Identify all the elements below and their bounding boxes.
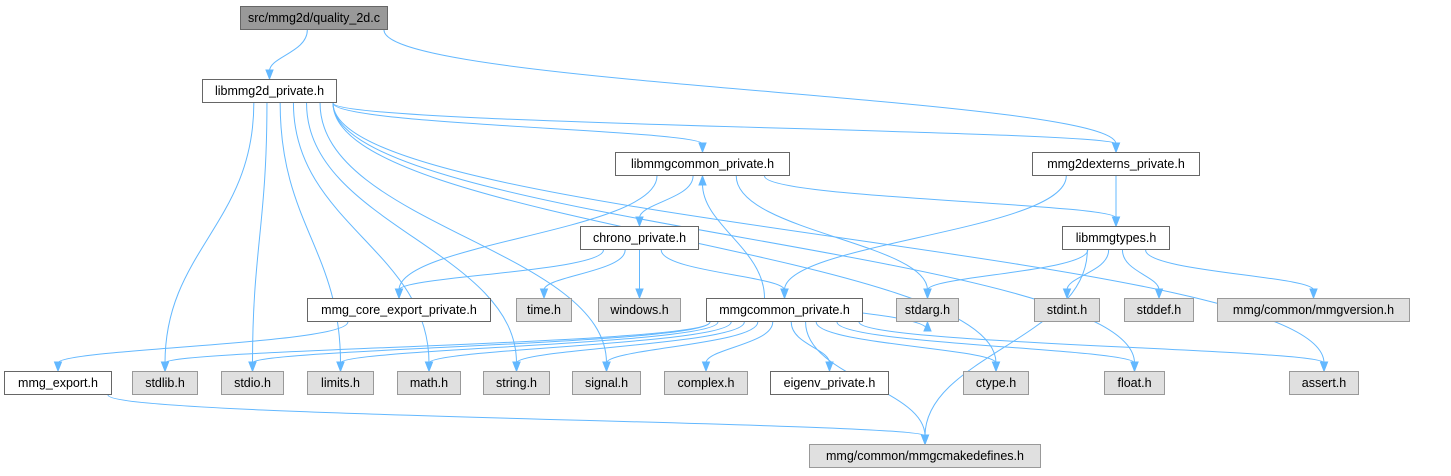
arrowhead-mmgcommon_private_h-to-string_h <box>512 361 521 373</box>
edge-libmmg2d_private_h-to-signal_h <box>319 102 607 364</box>
arrowhead-mmgcommon_private_h-to-complex_h <box>701 361 711 373</box>
node-libmmg2d-private-h[interactable]: libmmg2d_private.h <box>202 79 337 103</box>
edge-libmmg2d_private_h-to-math_h <box>292 102 430 364</box>
node-mmgversion-h[interactable]: mmg/common/mmgversion.h <box>1217 298 1410 322</box>
arrowhead-chrono_private_h-to-mmgcommon_private_h <box>780 288 789 300</box>
node-assert-h[interactable]: assert.h <box>1289 371 1359 395</box>
edge-chrono_private_h-to-time_h <box>543 249 626 291</box>
node-mmg2dexterns-private-h[interactable]: mmg2dexterns_private.h <box>1032 152 1200 176</box>
arrowhead-mmg2dexterns_private_h-to-libmmgtypes_h <box>1111 216 1121 228</box>
arrowhead-mmgcommon_private_h-to-signal_h <box>602 361 611 373</box>
edge-libmmg2d_private_h-to-limits_h <box>279 102 341 364</box>
edge-libmmgtypes_h-to-stddef_h <box>1121 249 1160 291</box>
edge-quality_2d_c-to-mmg2dexterns_private_h <box>383 29 1117 145</box>
node-eigenv-private-h[interactable]: eigenv_private.h <box>770 371 889 395</box>
node-string-h[interactable]: string.h <box>483 371 550 395</box>
node-chrono-private-h[interactable]: chrono_private.h <box>580 226 699 250</box>
node-complex-h[interactable]: complex.h <box>664 371 748 395</box>
node-limits-h[interactable]: limits.h <box>307 371 374 395</box>
arrowhead-chrono_private_h-to-windows_h <box>635 288 644 300</box>
edge-libmmg2d_private_h-to-stdlib_h <box>164 102 255 364</box>
arrowhead-mmgcommon_private_h-to-assert_h <box>1319 361 1329 373</box>
edge-quality_2d_c-to-libmmg2d_private_h <box>269 29 308 72</box>
edge-mmg2dexterns_private_h-to-mmgcommon_private_h <box>784 175 1067 291</box>
edge-mmg_core_export_private_h-to-mmg_export_h <box>57 321 349 364</box>
edge-mmgcommon_private_h-to-string_h <box>516 321 745 364</box>
node-time-h[interactable]: time.h <box>516 298 572 322</box>
arrowhead-libmmgtypes_h-to-stdarg_h <box>923 288 932 300</box>
arrowhead-chrono_private_h-to-mmg_core_export_private_h <box>394 288 404 300</box>
arrowhead-mmg_export_h-to-mmgcmakedefines_h <box>920 434 930 446</box>
node-windows-h[interactable]: windows.h <box>598 298 681 322</box>
node-mmg-export-h[interactable]: mmg_export.h <box>4 371 112 395</box>
edge-libmmgcommon_private_h-to-chrono_private_h <box>639 175 694 219</box>
node-stdint-h[interactable]: stdint.h <box>1034 298 1100 322</box>
arrowhead-libmmgcommon_private_h-to-chrono_private_h <box>635 216 644 228</box>
edge-libmmg2d_private_h-to-string_h <box>306 102 517 364</box>
edge-libmmgtypes_h-to-mmgversion_h <box>1145 249 1314 291</box>
edge-chrono_private_h-to-mmgcommon_private_h <box>660 249 785 291</box>
node-math-h[interactable]: math.h <box>397 371 461 395</box>
arrowhead-libmmgtypes_h-to-stdint_h <box>1062 288 1072 300</box>
edge-chrono_private_h-to-mmg_core_export_private_h <box>398 249 604 291</box>
node-float-h[interactable]: float.h <box>1104 371 1165 395</box>
node-stdarg-h[interactable]: stdarg.h <box>896 298 959 322</box>
edge-mmgcommon_private_h-to-limits_h <box>340 321 719 364</box>
node-libmmgcommon-private-h[interactable]: libmmgcommon_private.h <box>615 152 790 176</box>
edge-libmmg2d_private_h-to-assert_h <box>332 102 1325 364</box>
arrowhead-libmmg2d_private_h-to-mmg2dexterns_private_h <box>1111 142 1121 154</box>
edge-libmmg2d_private_h-to-libmmgcommon_private_h <box>332 102 703 145</box>
node-ctype-h[interactable]: ctype.h <box>963 371 1029 395</box>
node-mmgcommon-private-h[interactable]: mmgcommon_private.h <box>706 298 863 322</box>
edge-libmmgcommon_private_h-to-stdarg_h <box>735 175 928 291</box>
node-mmgcmakedefines-h[interactable]: mmg/common/mmgcmakedefines.h <box>809 444 1041 468</box>
arrowhead-libmmgtypes_h-to-mmgversion_h <box>1309 288 1318 300</box>
edge-libmmgtypes_h-to-stdarg_h <box>927 249 1089 291</box>
edge-mmgcommon_private_h-to-float_h <box>836 321 1135 364</box>
edge-libmmg2d_private_h-to-mmg2dexterns_private_h <box>332 102 1117 145</box>
edge-mmgcommon_private_h-to-stdlib_h <box>164 321 711 364</box>
node-mmg-core-export-private-h[interactable]: mmg_core_export_private.h <box>307 298 491 322</box>
arrowhead-chrono_private_h-to-time_h <box>539 288 549 300</box>
edge-mmgcommon_private_h-to-eigenv_private_h <box>790 321 830 364</box>
arrowhead-mmg_core_export_private_h-to-mmg_export_h <box>53 361 63 373</box>
edge-mmg_export_h-to-mmgcmakedefines_h <box>107 394 926 437</box>
edge-mmgcommon_private_h-to-libmmgcommon_private_h <box>702 183 765 299</box>
edge-libmmgcommon_private_h-to-libmmgtypes_h <box>764 175 1117 219</box>
arrowhead-mmgcommon_private_h-to-limits_h <box>336 361 345 373</box>
edge-mmgcommon_private_h-to-signal_h <box>606 321 759 364</box>
edge-mmgcommon_private_h-to-assert_h <box>858 321 1325 364</box>
node-stddef-h[interactable]: stddef.h <box>1124 298 1194 322</box>
node-stdlib-h[interactable]: stdlib.h <box>132 371 198 395</box>
node-quality-2d-c[interactable]: src/mmg2d/quality_2d.c <box>240 6 388 30</box>
node-signal-h[interactable]: signal.h <box>572 371 641 395</box>
arrowhead-mmgcommon_private_h-to-libmmgcommon_private_h <box>698 174 707 186</box>
edge-libmmgtypes_h-to-stdint_h <box>1066 249 1110 291</box>
node-stdio-h[interactable]: stdio.h <box>221 371 284 395</box>
arrowhead-mmgcommon_private_h-to-math_h <box>424 361 434 373</box>
arrowhead-libmmg2d_private_h-to-libmmgcommon_private_h <box>698 142 707 154</box>
arrowhead-mmgcommon_private_h-to-stdlib_h <box>160 361 170 373</box>
edge-libmmgtypes_h-to-mmgcmakedefines_h <box>924 249 1088 437</box>
edge-libmmgcommon_private_h-to-mmg_core_export_private_h <box>398 175 658 291</box>
arrowhead-libmmgtypes_h-to-stddef_h <box>1154 288 1164 300</box>
edge-libmmg2d_private_h-to-stdio_h <box>252 102 268 364</box>
edge-libmmg2d_private_h-to-float_h <box>332 102 1135 364</box>
node-libmmgtypes-h[interactable]: libmmgtypes.h <box>1062 226 1170 250</box>
edge-mmgcommon_private_h-to-complex_h <box>705 321 774 364</box>
arrowhead-mmgcommon_private_h-to-stdarg_h <box>923 320 932 332</box>
arrowhead-quality_2d_c-to-libmmg2d_private_h <box>265 69 274 81</box>
edge-mmgcommon_private_h-to-math_h <box>428 321 732 364</box>
edge-mmgcommon_private_h-to-stdio_h <box>252 321 711 364</box>
edge-mmgcommon_private_h-to-ctype_h <box>815 321 997 364</box>
arrowhead-mmgcommon_private_h-to-float_h <box>1130 361 1139 373</box>
arrowhead-mmgcommon_private_h-to-eigenv_private_h <box>825 361 834 373</box>
arrowhead-mmgcommon_private_h-to-ctype_h <box>991 361 1001 373</box>
arrowhead-mmgcommon_private_h-to-stdio_h <box>248 361 257 373</box>
